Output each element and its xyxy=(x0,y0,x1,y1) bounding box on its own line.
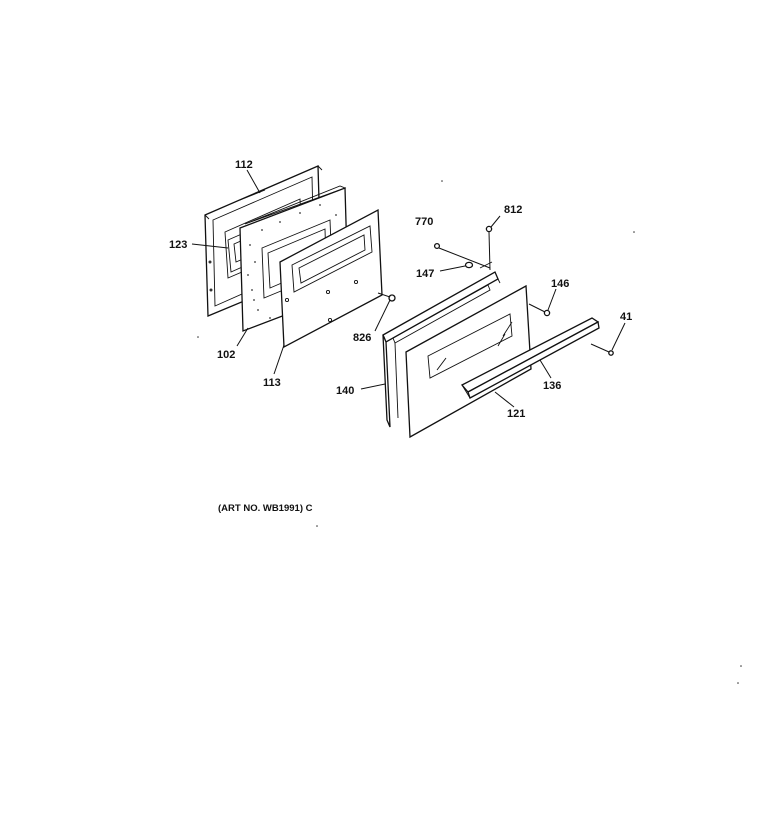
label-part-826: 826 xyxy=(353,332,371,344)
part-121-outer-glass xyxy=(405,284,532,439)
label-part-41: 41 xyxy=(620,311,632,323)
part-136-handle xyxy=(460,317,600,399)
part-146-screw xyxy=(528,303,551,317)
label-part-113: 113 xyxy=(263,377,281,389)
label-part-102: 102 xyxy=(217,349,235,361)
scan-specks xyxy=(197,180,742,684)
label-part-136: 136 xyxy=(543,380,561,392)
label-part-146: 146 xyxy=(551,278,569,290)
leader-lines xyxy=(191,169,626,408)
label-part-770: 770 xyxy=(415,216,433,228)
part-812-screw xyxy=(485,225,493,271)
label-part-140: 140 xyxy=(336,385,354,397)
label-part-121: 121 xyxy=(507,408,525,420)
label-part-147: 147 xyxy=(416,268,434,280)
part-770-fastener xyxy=(433,242,491,269)
part-113-inner-door-panel xyxy=(279,208,383,349)
part-41-screw xyxy=(590,343,614,356)
label-part-812: 812 xyxy=(504,204,522,216)
label-part-123: 123 xyxy=(169,239,187,251)
part-826-screw xyxy=(377,292,396,302)
part-147-clip xyxy=(464,261,474,269)
label-part-112: 112 xyxy=(235,159,253,171)
art-number-label: (ART NO. WB1991) C xyxy=(218,503,313,514)
part-140-outer-frame xyxy=(382,261,501,428)
